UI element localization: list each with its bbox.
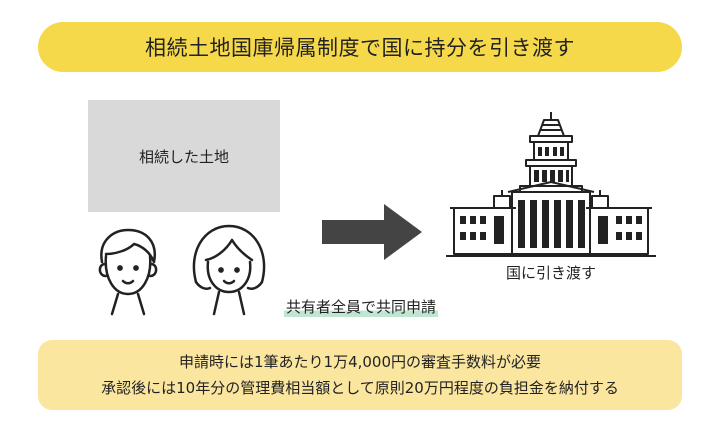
diet-building-icon [446, 110, 656, 264]
person-bob-hair-icon [192, 224, 266, 316]
page-title: 相続土地国庫帰属制度で国に持分を引き渡す [145, 36, 575, 60]
co-owners-caption: 共有者全員で共同申請 [284, 296, 439, 317]
inherited-land-box: 相続した土地 [88, 100, 280, 212]
person-icon [186, 222, 272, 316]
note-line-1: 申請時には1筆あたり1万4,000円の審査手数料が必要 [178, 353, 542, 371]
note-line-2: 承認後には10年分の管理費相当額として原則20万円程度の負担金を納付する [101, 379, 619, 397]
fee-note-box: 申請時には1筆あたり1万4,000円の審査手数料が必要 承認後には10年分の管理… [38, 340, 682, 410]
title-banner: 相続土地国庫帰属制度で国に持分を引き渡す [38, 22, 682, 72]
government-caption: 国に引き渡す [505, 264, 596, 282]
arrow-right-icon [322, 204, 422, 264]
person-short-hair-icon [98, 228, 158, 316]
land-label: 相続した土地 [138, 147, 229, 166]
person-icon [92, 228, 164, 316]
